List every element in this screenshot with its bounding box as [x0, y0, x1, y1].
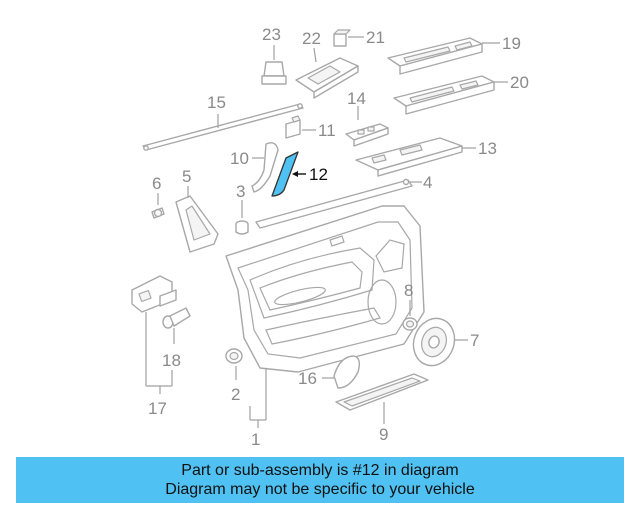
callout-11: 11 [318, 121, 336, 140]
part-10-pull-handle [251, 142, 279, 193]
callout-22: 22 [302, 29, 321, 48]
part-14-switch [345, 106, 389, 147]
part-18-bulb-socket [162, 307, 191, 344]
callout-21: 21 [366, 28, 385, 47]
callout-5: 5 [182, 167, 191, 186]
part-12-highlighted-trim [271, 151, 306, 197]
callout-19: 19 [502, 34, 521, 53]
callout-23: 23 [262, 25, 281, 44]
callout-6: 6 [152, 174, 161, 193]
callout-16: 16 [298, 369, 317, 388]
part-1-door-panel [225, 205, 425, 428]
callout-20: 20 [510, 73, 529, 92]
part-3-plug [235, 200, 249, 235]
callout-1: 1 [251, 430, 260, 449]
part-16-pad [322, 355, 361, 389]
callout-10: 10 [230, 149, 249, 168]
callout-9: 9 [379, 425, 388, 444]
part-11-clip [285, 115, 316, 139]
callout-2: 2 [231, 385, 240, 404]
callout-17: 17 [148, 399, 167, 418]
part-17-lamp-housing [131, 275, 177, 394]
callout-7: 7 [470, 331, 479, 350]
part-13-armrest-bracket [355, 137, 476, 177]
part-21-clip [333, 29, 364, 47]
part-20-switch-panel [393, 75, 508, 115]
callout-3: 3 [236, 182, 245, 201]
callout-18: 18 [162, 351, 181, 370]
callout-13: 13 [478, 139, 497, 158]
part-5-mirror-cover [175, 186, 219, 253]
part-19-switch-panel [387, 37, 500, 75]
part-6-screw [151, 193, 165, 219]
part-4-trim-rail [255, 178, 422, 229]
part-22-switch-bezel [295, 47, 359, 99]
banner-line-2: Diagram may not be specific to your vehi… [165, 481, 475, 498]
callout-14: 14 [347, 89, 366, 108]
callout-4: 4 [423, 173, 432, 192]
part-15-trim-strip [142, 103, 304, 151]
info-banner: Part or sub-assembly is #12 in diagram D… [16, 457, 624, 503]
callout-15: 15 [207, 93, 226, 112]
part-7-speaker [412, 317, 468, 367]
part-9-storage-pocket [335, 373, 429, 424]
banner-line-1: Part or sub-assembly is #12 in diagram [181, 462, 459, 479]
part-2-grommet [225, 348, 243, 380]
callout-8: 8 [404, 281, 413, 300]
callout-12: 12 [309, 165, 328, 184]
part-8-clip [402, 300, 418, 331]
part-23-cap [261, 45, 287, 85]
parts-diagram: 1 2 3 4 5 6 7 8 9 10 11 12 13 14 15 16 1… [131, 25, 529, 449]
